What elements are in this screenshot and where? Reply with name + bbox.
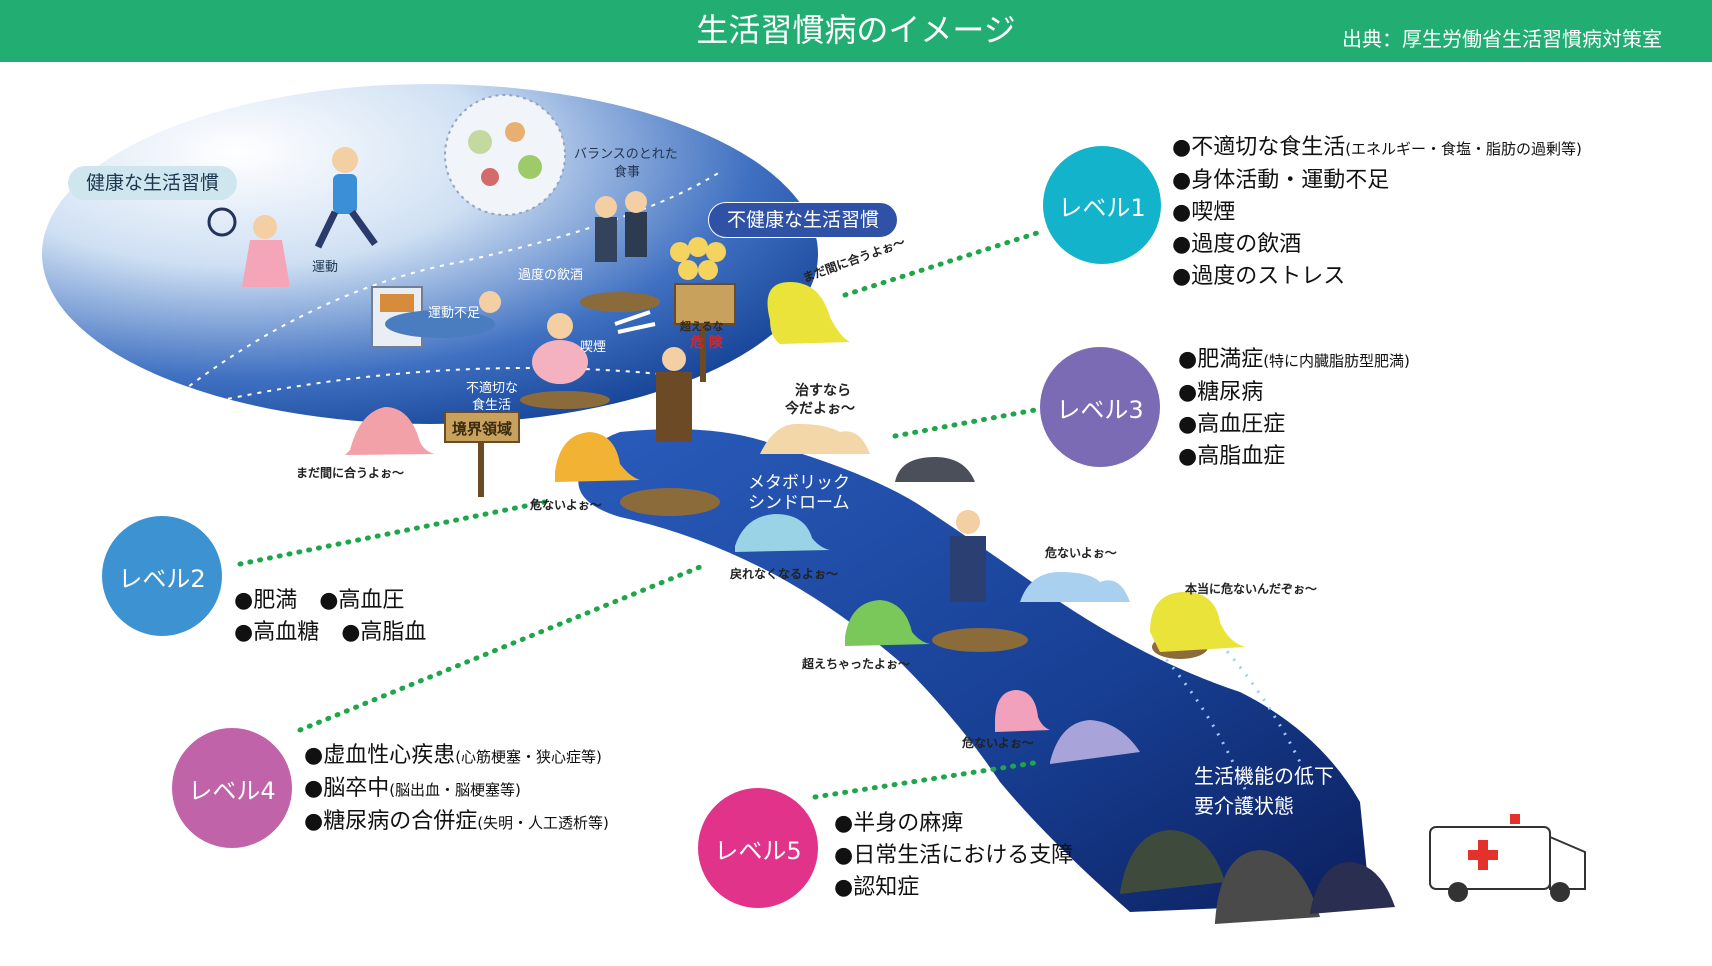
level3-item: ●高脂血症 (1178, 444, 1286, 469)
eating-person (520, 313, 610, 409)
speech-really-dangerous: 本当に危ないんだぞぉ～ (1185, 582, 1318, 596)
danger-sign-text-1: 超えるな (680, 320, 724, 333)
level2-item: ●高血糖 ●高脂血 (234, 620, 427, 645)
level1-list: ●不適切な食生活(エネルギー・食塩・脂肪の過剰等) ●身体活動・運動不足 ●喫煙… (1172, 132, 1582, 293)
level5-list: ●半身の麻痺 ●日常生活における支障 ●認知症 (834, 808, 1073, 904)
level3-list: ●肥満症(特に内臓脂肪型肥満) ●糖尿病 ●高血圧症 ●高脂血症 (1178, 344, 1410, 473)
level2-item: ●肥満 ●高血圧 (234, 588, 405, 613)
running-man (314, 147, 378, 249)
blob-lightblue-group (1020, 572, 1130, 602)
smoking-label: 喫煙 (580, 340, 607, 355)
level2-list: ●肥満 ●高血圧 ●高血糖 ●高脂血 (234, 585, 426, 649)
boundary-sign-text: 境界領域 (452, 420, 513, 438)
exercise-label: 運動 (312, 260, 339, 275)
ambulance-icon (1429, 814, 1586, 902)
blob-dark-3 (1310, 862, 1395, 914)
level3-item: ●高血圧症 (1178, 412, 1286, 437)
decline-label-2: 要介護状態 (1194, 794, 1294, 818)
speech-crossed-over: 超えちゃったよぉ～ (802, 657, 911, 671)
blob-green (845, 600, 930, 646)
metabolic-label-1: メタボリック (748, 473, 850, 493)
businessman-1 (620, 347, 720, 516)
no-exercise-label: 運動不足 (428, 306, 481, 321)
level4-list: ●虚血性心疾患(心筋梗塞・狭心症等) ●脳卒中(脳出血・脳梗塞等) ●糖尿病の合… (304, 740, 609, 839)
blob-pink-small (995, 690, 1050, 732)
bubble-divider (149, 171, 721, 418)
unhealthy-lifestyle-label: 不健康な生活習慣 (708, 202, 899, 238)
source-credit: 出典：厚生労働省生活習慣病対策室 (1342, 27, 1662, 51)
businessman-2 (932, 510, 1028, 652)
boundary-signpost (444, 411, 520, 497)
drinkers (580, 191, 660, 312)
level1-item: ●身体活動・運動不足 (1172, 168, 1390, 193)
rock (895, 457, 975, 482)
blob-cyan (735, 514, 830, 552)
balanced-meal-label-2: 食事 (614, 165, 641, 180)
balanced-meal-label-1: バランスのとれた (574, 147, 678, 162)
blob-yellow-right (1150, 592, 1245, 652)
speech-dangerous-2: 危ないよぉ～ (1045, 546, 1117, 560)
beer-mugs (670, 237, 726, 280)
blob-peach-group (760, 423, 870, 454)
blob-yellow-top (767, 282, 850, 344)
speech-cure-now-2: 今だよぉ～ (785, 401, 855, 417)
level3-item: ●肥満症(特に内臓脂肪型肥満) (1178, 347, 1410, 372)
connectors (237, 229, 1043, 800)
lying-person (385, 291, 501, 338)
lifestyle-bubble (42, 84, 818, 424)
illustration (42, 84, 1586, 924)
level4-item: ●虚血性心疾患(心筋梗塞・狭心症等) (304, 743, 602, 768)
level5-item: ●認知症 (834, 875, 920, 900)
level5-item: ●半身の麻痺 (834, 811, 964, 836)
level3-item: ●糖尿病 (1178, 380, 1264, 405)
header-bar: 生活習慣病のイメージ 出典：厚生労働省生活習慣病対策室 (0, 0, 1712, 62)
girl-tennis (207, 207, 290, 287)
level3-circle: レベル3 (1040, 347, 1160, 467)
speech-dangerous-1: 危ないよぉ～ (530, 498, 602, 512)
level4-item: ●糖尿病の合併症(失明・人工透析等) (304, 809, 609, 834)
page-title: 生活習慣病のイメージ (696, 11, 1016, 49)
blob-lavender (1050, 720, 1140, 764)
level1-item: ●過度のストレス (1172, 264, 1346, 289)
blob-pink-left (345, 407, 435, 455)
decline-label-1: 生活機能の低下 (1194, 764, 1334, 788)
level1-item: ●喫煙 (1172, 200, 1236, 225)
danger-signpost (674, 283, 736, 382)
bad-diet-label-1: 不適切な (466, 381, 519, 396)
metabolic-label-2: シンドローム (748, 493, 850, 513)
danger-sign-text-2: 危 険 (690, 335, 723, 351)
blob-dark-1 (1120, 830, 1225, 894)
speech-still-in-time-left: まだ間に合うよぉ～ (296, 466, 405, 480)
level1-item: ●不適切な食生活(エネルギー・食塩・脂肪の過剰等) (1172, 135, 1582, 160)
speech-cure-now-1: 治すなら (795, 383, 851, 399)
level4-circle: レベル4 (172, 728, 292, 848)
level4-item: ●脳卒中(脳出血・脳梗塞等) (304, 776, 521, 801)
healthy-lifestyle-label: 健康な生活習慣 (68, 166, 238, 200)
drinking-label: 過度の飲酒 (518, 268, 584, 283)
speech-cannot-return: 戻れなくなるよぉ～ (730, 567, 839, 581)
bad-diet-label-2: 食生活 (472, 398, 512, 413)
blob-orange (555, 432, 640, 482)
blob-dark-2 (1215, 850, 1320, 924)
level2-circle: レベル2 (102, 516, 222, 636)
level5-item: ●日常生活における支障 (834, 843, 1074, 868)
cigarettes (614, 310, 656, 334)
speech-dangerous-3: 危ないよぉ～ (962, 736, 1034, 750)
level5-circle: レベル5 (698, 788, 818, 908)
level1-circle: レベル1 (1043, 146, 1161, 264)
level1-item: ●過度の飲酒 (1172, 232, 1302, 257)
meal-plate (444, 94, 566, 216)
